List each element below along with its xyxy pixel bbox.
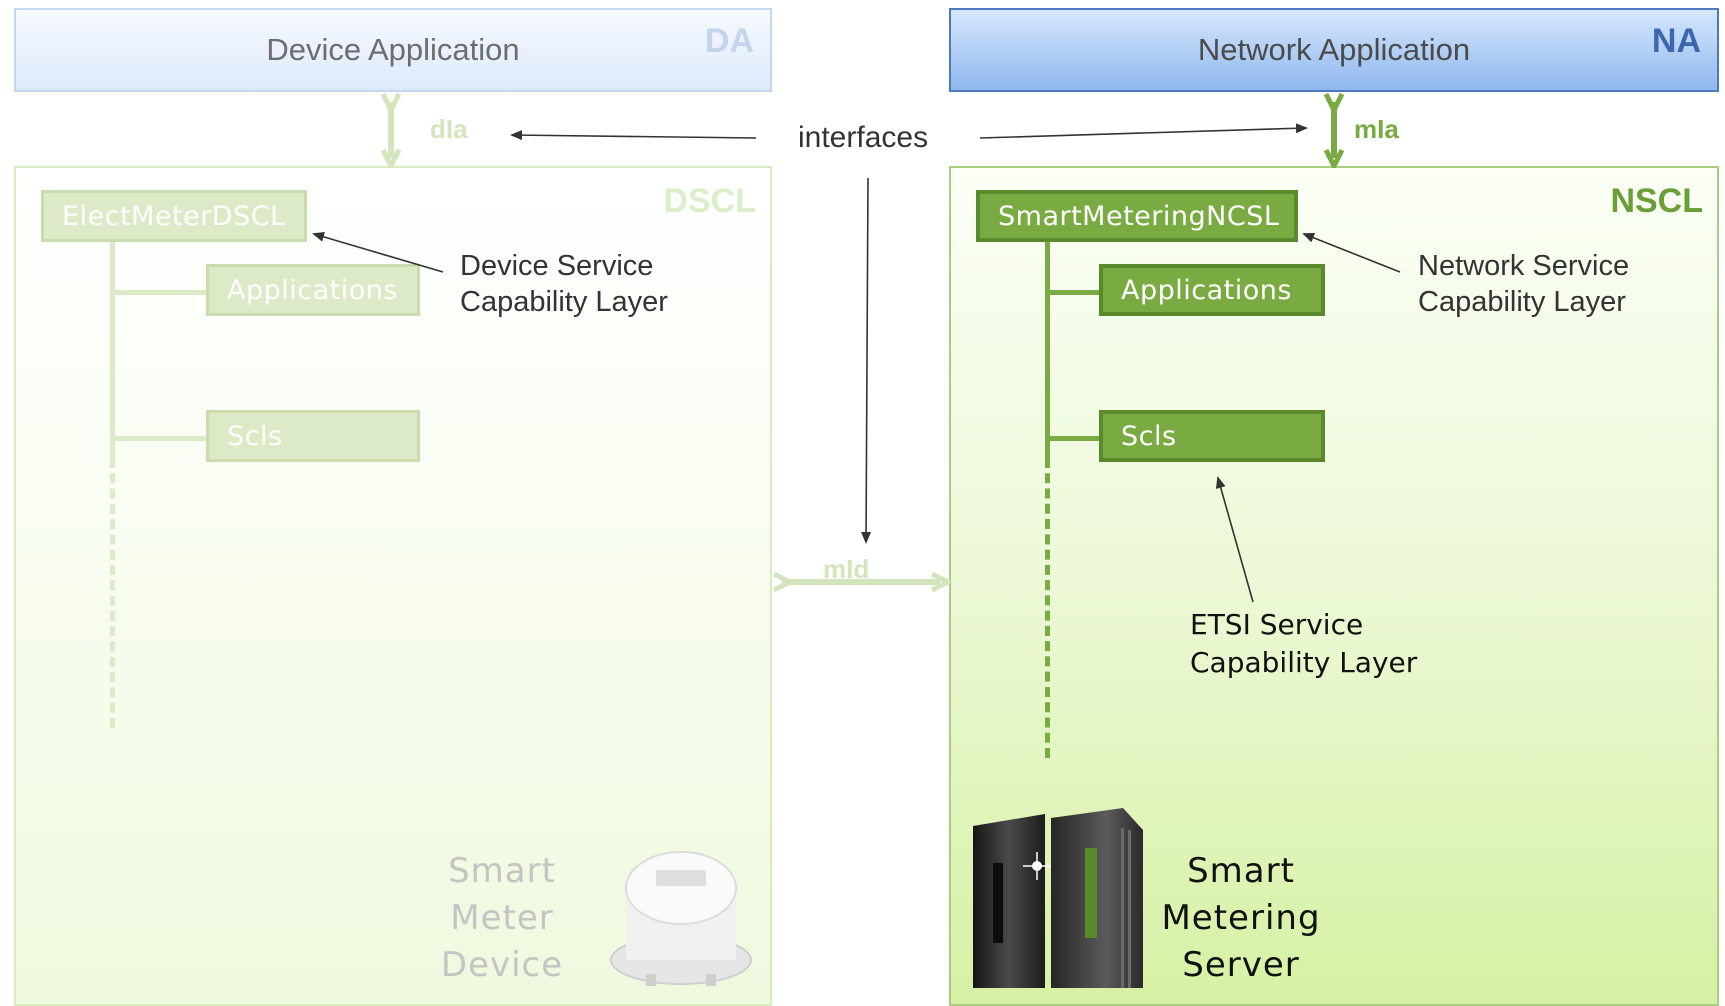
smart-meter-device-label: Smart Meter Device	[440, 851, 564, 985]
device-application-label: Device Application	[266, 32, 520, 67]
mia-label: mIa	[1354, 114, 1399, 144]
dscl-applications-resource: Applications	[206, 264, 420, 316]
nscl-tree-trunk	[1045, 240, 1050, 458]
dia-label: dIa	[430, 114, 468, 144]
nscl-root-resource: SmartMeteringNCSL	[976, 190, 1298, 242]
device-scl-annotation: Device Service Capability Layer	[460, 250, 668, 318]
network-scl-pointer	[1302, 233, 1401, 273]
network-application-bar: Network Application NA	[949, 8, 1719, 92]
dscl-tree-branch	[115, 290, 207, 295]
dscl-applications-label: Applications	[227, 274, 398, 306]
dscl-tree-branch	[115, 436, 207, 441]
interfaces-label: interfaces	[798, 121, 929, 154]
nscl-scls-label: Scls	[1121, 420, 1177, 452]
dscl-scls-resource: Scls	[206, 410, 420, 462]
nscl-applications-resource: Applications	[1099, 264, 1325, 316]
device-application-bar: Device Application DA	[14, 8, 772, 92]
etsi-scl-pointer	[1215, 476, 1254, 603]
nscl-root-label: SmartMeteringNCSL	[998, 200, 1280, 232]
dscl-tree-trunk	[110, 240, 115, 458]
network-application-label: Network Application	[1197, 32, 1471, 67]
da-tag: DA	[704, 22, 754, 60]
dscl-root-resource: ElectMeterDSCL	[41, 190, 307, 242]
etsi-scl-annotation: ETSI Service Capability Layer	[1190, 608, 1418, 679]
interfaces-to-dia-pointer	[510, 130, 757, 141]
nscl-tag: NSCL	[1610, 182, 1703, 220]
interfaces-to-mid-pointer	[861, 177, 872, 544]
na-tag: NA	[1651, 22, 1701, 60]
dscl-scls-label: Scls	[227, 420, 283, 452]
dscl-tag: DSCL	[663, 182, 756, 220]
dscl-tree-trunk-dashed	[110, 458, 115, 728]
network-scl-annotation: Network Service Capability Layer	[1418, 250, 1630, 318]
dscl-root-label: ElectMeterDSCL	[62, 200, 286, 232]
nscl-scls-resource: Scls	[1099, 410, 1325, 462]
nscl-panel: NSCL SmartMeteringNCSL Applications Scls	[949, 166, 1719, 1006]
server-icon	[973, 808, 1143, 988]
interfaces-to-mia-pointer	[979, 123, 1308, 139]
smart-meter-icon	[610, 851, 752, 986]
nscl-tree-branch	[1050, 290, 1142, 295]
nscl-tree-branch	[1050, 436, 1142, 441]
smart-metering-server-label: Smart Metering Server	[1161, 851, 1321, 985]
device-scl-pointer	[312, 232, 444, 273]
nscl-tree-trunk-dashed	[1045, 458, 1050, 758]
nscl-applications-label: Applications	[1121, 274, 1292, 306]
